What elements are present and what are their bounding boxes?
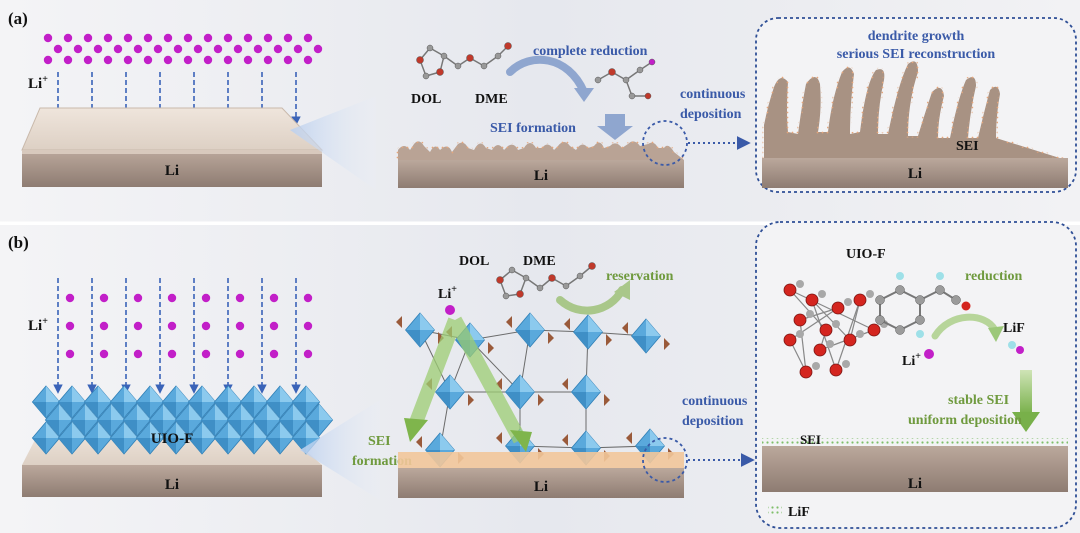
- continuous-label-b: continuous: [682, 394, 748, 409]
- zoom-beam-b: [300, 400, 380, 500]
- li-ion-label-mid-b: Li+: [438, 284, 457, 302]
- dme-label-a: DME: [475, 92, 508, 107]
- sei-formation-label-a: SEI formation: [490, 121, 576, 136]
- panel-a-tag: (a): [8, 9, 28, 28]
- li-anode-label-a: Li: [165, 163, 179, 179]
- uio-f-cluster-label: UIO-F: [846, 247, 886, 262]
- li-anode-slab-a: [21, 107, 324, 187]
- sei-label-b: SEI: [800, 432, 821, 447]
- deposition-label-a: deposition: [680, 107, 742, 122]
- solvent-molecules-a: [416, 42, 656, 100]
- uio-f-layer-label: UIO-F: [151, 431, 194, 447]
- uniform-sei-layer: [762, 438, 1068, 492]
- solvent-molecules-b: [496, 262, 596, 300]
- uio-f-crystal-layer: [31, 385, 334, 455]
- stable-sei-label: stable SEI: [948, 393, 1009, 408]
- uniform-deposition-label: uniform deposition: [908, 413, 1022, 428]
- dendrite-growth-label: dendrite growth: [868, 29, 965, 44]
- reduction-arrow-b: [931, 313, 999, 340]
- reservation-label: reservation: [606, 269, 674, 284]
- sei-formation-arrow-a: [597, 114, 633, 140]
- li-ion-columns-b: [53, 278, 313, 394]
- deposition-down-arrow: [1020, 370, 1032, 414]
- li-anode-label-b: Li: [165, 477, 179, 493]
- li-ion-right-b: [924, 349, 934, 359]
- li-anode-label-right-b: Li: [908, 476, 922, 492]
- dol-label-b: DOL: [459, 254, 489, 269]
- deposition-label-b: deposition: [682, 414, 744, 429]
- sei-formation-label-b1: SEI: [368, 434, 391, 449]
- lif-label-right: LiF: [1003, 321, 1025, 336]
- li-transport-path: [408, 316, 527, 444]
- li-ion-label-a: Li+: [28, 74, 48, 92]
- li-ion-cloud-a: [43, 33, 323, 65]
- panel-b-tag: (b): [8, 233, 29, 252]
- sei-formation-label-b2: formation: [352, 454, 412, 469]
- li-ion-label-b: Li+: [28, 316, 48, 334]
- li-anode-label-mid-b: Li: [534, 479, 548, 495]
- serious-sei-label: serious SEI reconstruction: [837, 47, 996, 62]
- li-ion-label-right-b: Li+: [902, 351, 921, 369]
- continuous-label-a: continuous: [680, 87, 746, 102]
- li-ion-mid-b: [445, 305, 455, 315]
- li-anode-with-sei-b: [398, 452, 684, 498]
- dendrite-structures: [762, 59, 1068, 188]
- dme-label-b: DME: [523, 254, 556, 269]
- zoom-circle-a: [642, 120, 688, 166]
- sei-label-a: SEI: [956, 139, 979, 154]
- lif-legend-swatch: [768, 504, 782, 516]
- uio-f-cluster-model: [783, 272, 971, 379]
- zoom-beam-a: [290, 96, 376, 190]
- reservation-arrow: [556, 286, 626, 315]
- li-anode-label-mid-a: Li: [534, 168, 548, 184]
- reduction-label: reduction: [965, 269, 1023, 284]
- complete-reduction-label: complete reduction: [533, 44, 648, 59]
- reduction-arrow-a: [506, 55, 588, 96]
- li-anode-with-sei-a: [396, 139, 689, 188]
- dol-label-a: DOL: [411, 92, 441, 107]
- lif-legend-label: LiF: [788, 505, 810, 520]
- zoom-circle-b: [642, 437, 688, 483]
- li-anode-label-right-a: Li: [908, 166, 922, 182]
